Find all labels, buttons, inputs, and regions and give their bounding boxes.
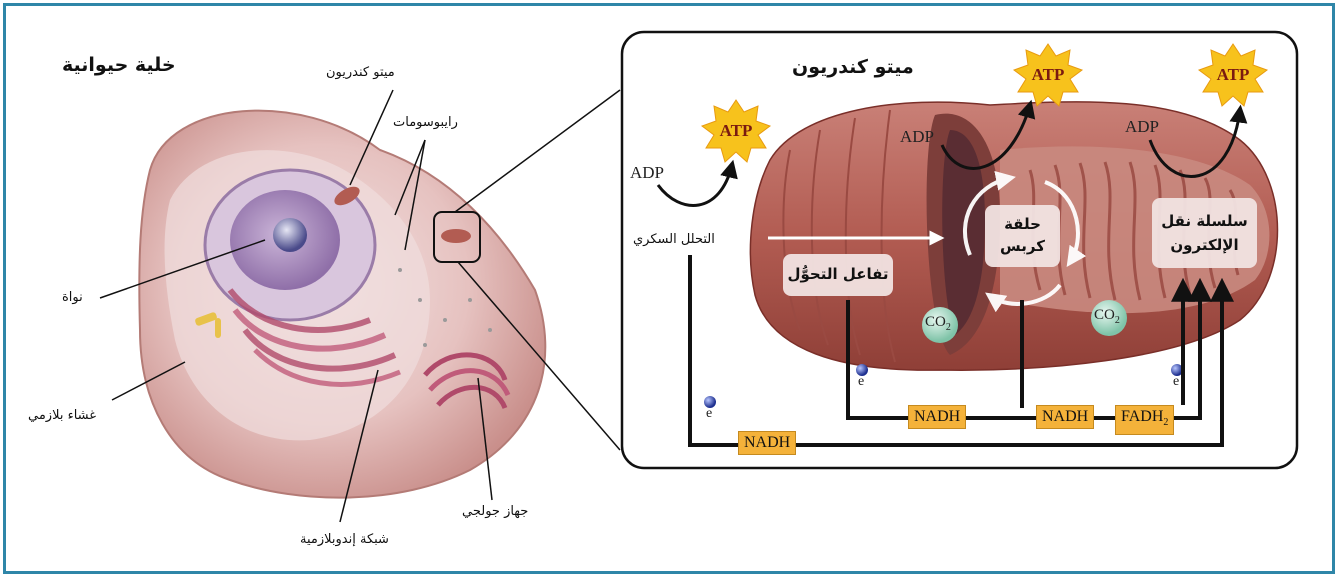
nadh-transition: NADH bbox=[908, 405, 966, 429]
label-mitochondrion: ميتو كندريون bbox=[326, 65, 395, 80]
krebs-label-2: كربس bbox=[985, 236, 1060, 257]
label-er: شبكة إندوبلازمية bbox=[300, 532, 389, 547]
adp-label-3: ADP bbox=[1125, 117, 1159, 137]
label-nucleus: نواة bbox=[62, 290, 83, 305]
label-membrane: غشاء بلازمي bbox=[28, 408, 96, 423]
etc-label-2: الإلكترون bbox=[1152, 235, 1257, 256]
zoom-line-top bbox=[455, 90, 620, 212]
atp-label-1: ATP bbox=[706, 121, 766, 141]
electron-label-3: e bbox=[1173, 374, 1179, 390]
atp-label-2: ATP bbox=[1018, 65, 1078, 85]
atp-label-3: ATP bbox=[1203, 65, 1263, 85]
etc-box bbox=[1152, 198, 1257, 268]
etc-label-1: سلسلة نقل bbox=[1152, 211, 1257, 232]
label-golgi: جهاز جولجي bbox=[462, 504, 528, 519]
adp-label-2: ADP bbox=[900, 127, 934, 147]
co2-label-right: CO2 bbox=[1094, 307, 1120, 326]
label-ribosomes: رايبوسومات bbox=[393, 115, 458, 130]
fadh2-krebs: FADH2 bbox=[1115, 405, 1174, 435]
nadh-glycolysis: NADH bbox=[738, 431, 796, 455]
krebs-label-1: حلقة bbox=[985, 214, 1060, 235]
transition-label: تفاعل التحوُّل bbox=[783, 264, 893, 285]
adp-label-1: ADP bbox=[630, 163, 664, 183]
electron-label-1: e bbox=[706, 406, 712, 422]
electron-label-2: e bbox=[858, 374, 864, 390]
mito-title: ميتو كندريون bbox=[792, 56, 914, 78]
co2-label-left: CO2 bbox=[925, 314, 951, 333]
cell-title: خلية حيوانية bbox=[62, 54, 176, 76]
nadh-krebs: NADH bbox=[1036, 405, 1094, 429]
glycolysis-label: التحلل السكري bbox=[633, 232, 715, 247]
